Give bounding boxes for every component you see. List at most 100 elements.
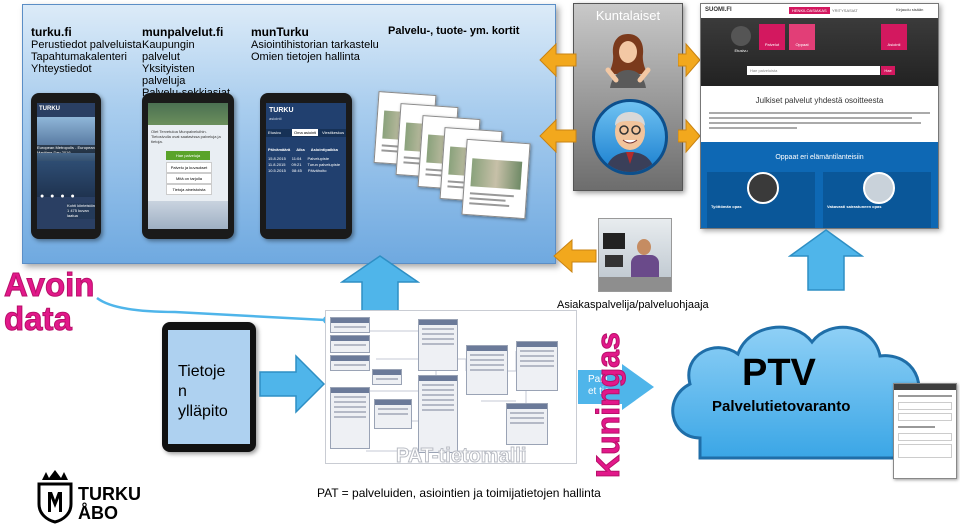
munpalvelut-screen: Olet Tervetuloa Munpalveluihin. Tietosiv… — [148, 103, 228, 229]
turku-fi-footer: Kohti kiinteistön 1 475 kuvan laatua — [67, 203, 95, 219]
guide-title-2: Vakavasti sairastuneen opas — [827, 204, 882, 209]
open-data-line-2: data — [3, 300, 72, 337]
eservices-icon[interactable] — [881, 24, 907, 50]
pat-data-model: PAT-tietomalli — [325, 310, 577, 468]
turku-fi-line-2: Tapahtumakalenteri — [31, 51, 128, 63]
munpalvelut-line-2: palvelut — [142, 51, 180, 63]
open-data-title: Avoin data — [3, 266, 95, 337]
munpalvelut-intro: Olet Tervetuloa Munpalveluihin. Tietosiv… — [151, 129, 221, 144]
suomi-topbar: SUOMI.FI HENKILÖASIAKAS YRITYSASIAT Kirj… — [701, 4, 938, 19]
pat-entity-box — [330, 335, 370, 353]
blue-arrow-up-ptv — [788, 229, 864, 291]
orange-arrow-right-1 — [678, 42, 701, 78]
table-row[interactable]: 10.5.2015 08:45 Päivähoito — [268, 168, 346, 173]
munturku-line-1: Asiointihistorian tarkastelu — [251, 39, 379, 51]
suomi-heading: Julkiset palvelut yhdestä osoitteesta — [755, 96, 884, 105]
suomi-search-button[interactable]: Hae — [881, 66, 895, 75]
pat-entity-box — [330, 355, 370, 371]
pat-entity-box — [418, 319, 458, 371]
tab-viestikeskus[interactable]: Viestikeskus — [322, 130, 345, 135]
orange-arrow-left-2 — [539, 118, 577, 154]
cell-date: 15.8.2015 — [268, 156, 286, 161]
guide-photo-2 — [863, 172, 895, 204]
pat-entity-box — [418, 375, 458, 453]
turku-fi-screen: TURKU European Metropolis - European Mar… — [37, 103, 95, 229]
munpalvelut-item-3[interactable]: Mitä on tarjolla — [166, 173, 212, 184]
tab-yritysasiat[interactable]: YRITYSASIAT — [832, 8, 858, 13]
services-icon[interactable] — [759, 24, 785, 50]
suomi-body-text — [709, 112, 930, 129]
ptv-form-screenshot — [893, 383, 957, 479]
orange-arrow-left-3 — [553, 238, 597, 274]
munturku-tablet: TURKU asiointi Etusivu Oma asiointi Vies… — [260, 93, 352, 239]
monitor-icon — [603, 233, 625, 249]
pat-entity-box — [374, 399, 412, 429]
cell-date: 10.5.2015 — [268, 168, 286, 173]
munpalvelut-header-image — [148, 103, 228, 125]
cell-place: Palvelupiste — [307, 156, 330, 161]
logo-line-1: TURKU — [78, 484, 141, 504]
turku-coat-of-arms-icon — [37, 470, 73, 524]
tab-henkiloasiakas[interactable]: HENKILÖASIAKAS — [789, 7, 830, 14]
munturku-line-2: Omien tietojen hallinta — [251, 51, 360, 63]
cell-date: 11.8.2015 — [268, 162, 286, 167]
guides-icon[interactable] — [789, 24, 815, 50]
data-maintenance-line-2: n — [178, 383, 187, 400]
munpalvelut-item-1[interactable]: Hae palveluja — [166, 151, 210, 160]
table-header: Päivämäärä Aika Asiointipaikka — [268, 147, 346, 152]
turku-fi-column: turku.fi Perustiedot palveluista Tapahtu… — [31, 25, 142, 75]
pakki-arrow: Paki et tie — [578, 370, 622, 404]
suomi-search-input[interactable]: Hae palveluista — [747, 66, 880, 75]
turku-fi-brand: TURKU — [39, 106, 60, 112]
guide-card-sick[interactable]: Vakavasti sairastuneen opas — [823, 172, 931, 228]
blue-arrow-up-pat — [340, 255, 420, 317]
cell-place: Turun palvelupiste — [307, 162, 341, 167]
harbour-image — [37, 117, 95, 161]
munturku-screen: TURKU asiointi Etusivu Oma asiointi Vies… — [266, 103, 346, 229]
blue-arrow-right-maintenance — [259, 354, 326, 414]
suomi-fi-screenshot: SUOMI.FI HENKILÖASIAKAS YRITYSASIAT Kirj… — [700, 3, 939, 229]
col-date: Päivämäärä — [268, 147, 291, 152]
portals-panel: turku.fi Perustiedot palveluista Tapahtu… — [22, 4, 556, 264]
guide-card-unemployed[interactable]: Työttömän opas — [707, 172, 815, 228]
munpalvelut-title: munpalvelut.fi — [142, 25, 224, 39]
table-row[interactable]: 15.8.2015 11:04 Palvelupiste — [268, 156, 346, 161]
munpalvelut-item-2[interactable]: Palvelu ja kuvaukset — [166, 162, 212, 173]
col-place: Asiointipaikka — [310, 147, 338, 152]
munturku-brand: TURKU — [269, 107, 294, 114]
city-image — [37, 161, 95, 197]
munpalvelut-item-4[interactable]: Tietoja aineistoista — [166, 184, 212, 195]
woman-avatar-icon — [605, 34, 651, 88]
pat-entity-box — [516, 341, 558, 391]
suomi-logo[interactable]: SUOMI.FI — [705, 7, 732, 13]
kuningas-label: Kuningas — [590, 332, 627, 479]
tab-oma-asiointi[interactable]: Oma asiointi — [292, 129, 319, 136]
pat-entity-box — [506, 403, 548, 445]
pat-entity-box — [372, 369, 402, 385]
guide-title-1: Työttömän opas — [711, 204, 742, 209]
col-time: Aika — [296, 147, 305, 152]
turku-fi-title: turku.fi — [31, 25, 72, 39]
turku-fi-line-3: Yhteystiedot — [31, 63, 92, 75]
turku-logo-text: TURKU ÅBO — [78, 485, 141, 523]
data-maintenance-tablet: Tietoje n ylläpito — [162, 322, 256, 452]
munpalvelut-line-4: palveluja — [142, 75, 186, 87]
table-row[interactable]: 11.8.2015 09:21 Turun palvelupiste — [268, 162, 346, 167]
carousel-dots[interactable]: ● ● ● ● — [40, 193, 77, 200]
pat-caption: PAT = palveluiden, asiointien ja toimija… — [317, 486, 601, 500]
suomi-guides-section: Oppaat eri elämäntilanteisiin Työttömän … — [701, 142, 938, 228]
icon-label-asiointi: Asiointi — [887, 42, 901, 47]
munturku-column: munTurku Asiointihistorian tarkastelu Om… — [251, 25, 379, 63]
open-data-line-1: Avoin — [3, 266, 95, 303]
tab-etusivu[interactable]: Etusivu — [268, 130, 282, 135]
data-maintenance-text: Tietoje n ylläpito — [178, 362, 228, 422]
cell-time: 08:45 — [291, 168, 302, 173]
login-link[interactable]: Kirjaudu sisään — [896, 7, 924, 12]
orange-arrow-right-2 — [678, 118, 701, 154]
munpalvelut-footer-image — [148, 201, 228, 229]
turku-fi-caption: European Metropolis - European Maritime … — [37, 145, 95, 153]
home-icon[interactable] — [731, 26, 751, 46]
data-maintenance-line-3: ylläpito — [178, 403, 228, 420]
pat-entity-box — [330, 317, 370, 333]
citizens-label: Kuntalaiset — [595, 8, 661, 23]
